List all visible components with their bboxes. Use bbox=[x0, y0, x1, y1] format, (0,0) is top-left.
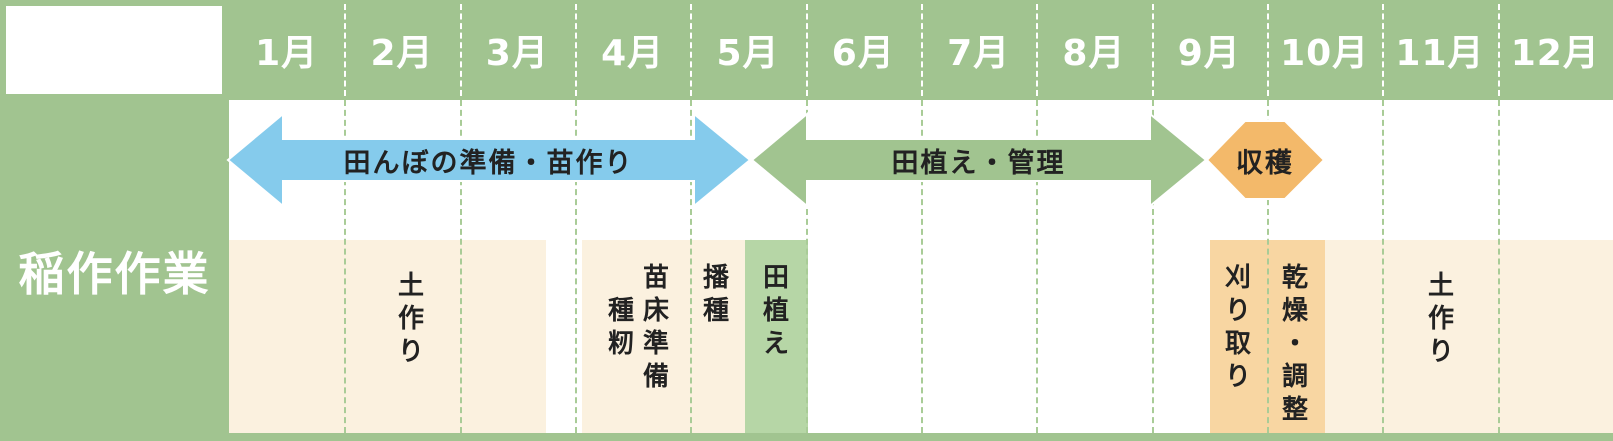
grid-divider bbox=[460, 100, 462, 433]
header-divider bbox=[1498, 4, 1500, 96]
task-label: 刈り取り bbox=[1222, 262, 1254, 394]
task-char: ・ bbox=[1281, 329, 1308, 359]
task-label: 播種 bbox=[700, 262, 732, 328]
task-label: 田植え bbox=[760, 262, 792, 361]
task-char: 乾 bbox=[1281, 263, 1308, 293]
task-char: 整 bbox=[1281, 395, 1308, 425]
grid-divider bbox=[1036, 100, 1038, 433]
grid-divider bbox=[1152, 100, 1154, 433]
header-divider bbox=[921, 4, 923, 96]
header-divider bbox=[1382, 4, 1384, 96]
header-divider bbox=[690, 4, 692, 96]
task-label: 種籾 bbox=[605, 295, 637, 361]
harvest-arrow-label: 収穫 bbox=[1236, 147, 1294, 179]
prep-arrow-shape bbox=[226, 111, 752, 209]
task-char: 調 bbox=[1281, 362, 1308, 392]
grid-divider bbox=[1498, 100, 1500, 433]
task-char: り bbox=[1224, 362, 1251, 392]
month-header-3: 3月 bbox=[485, 33, 549, 74]
month-header-10: 10月 bbox=[1280, 33, 1370, 74]
grid-divider bbox=[1267, 100, 1269, 433]
grid-divider bbox=[575, 100, 577, 433]
prep-arrow-label: 田んぼの準備・苗作り bbox=[343, 147, 634, 179]
task-char: 準 bbox=[642, 329, 669, 359]
task-char: り bbox=[397, 337, 424, 367]
task-char: り bbox=[1427, 337, 1454, 367]
harvest-arrow-shape bbox=[1205, 120, 1326, 200]
task-char: 土 bbox=[1427, 271, 1454, 301]
month-header-5: 5月 bbox=[716, 33, 780, 74]
task-char: 籾 bbox=[607, 329, 634, 359]
header-divider bbox=[1036, 4, 1038, 96]
month-header-1: 1月 bbox=[255, 33, 319, 74]
task-char: 種 bbox=[607, 296, 634, 326]
month-header-6: 6月 bbox=[831, 33, 895, 74]
task-label: 土作り bbox=[395, 270, 427, 369]
task-char: 作 bbox=[397, 304, 424, 334]
planting-arrow-label: 田植え・管理 bbox=[891, 147, 1066, 179]
header-divider bbox=[575, 4, 577, 96]
grid-divider bbox=[806, 100, 808, 433]
grid-divider bbox=[921, 100, 923, 433]
task-char: 土 bbox=[397, 271, 424, 301]
month-header-8: 8月 bbox=[1062, 33, 1126, 74]
header-divider bbox=[806, 4, 808, 96]
header-divider bbox=[1152, 4, 1154, 96]
corner-cell bbox=[6, 6, 222, 94]
task-char: 備 bbox=[642, 362, 669, 392]
task-char: 刈 bbox=[1224, 263, 1251, 293]
task-char: 床 bbox=[642, 296, 669, 326]
task-char: 取 bbox=[1224, 329, 1251, 359]
grid-divider bbox=[690, 100, 692, 433]
task-cell-nov-dec bbox=[1325, 240, 1613, 433]
month-header-7: 7月 bbox=[947, 33, 1011, 74]
task-label: 苗床準備 bbox=[640, 262, 672, 394]
side-label: 稲作作業 bbox=[18, 246, 211, 301]
task-char: 作 bbox=[1427, 304, 1454, 334]
month-header-9: 9月 bbox=[1177, 33, 1241, 74]
task-cell-planting bbox=[745, 240, 808, 433]
month-header-11: 11月 bbox=[1395, 33, 1485, 74]
month-header-12: 12月 bbox=[1510, 33, 1600, 74]
task-char: 苗 bbox=[642, 263, 669, 293]
grid-divider bbox=[344, 100, 346, 433]
task-char: 燥 bbox=[1281, 296, 1308, 326]
task-char: 植 bbox=[762, 296, 789, 326]
header-divider bbox=[1267, 4, 1269, 96]
month-header-4: 4月 bbox=[601, 33, 665, 74]
grid-divider bbox=[1382, 100, 1384, 433]
task-char: 播 bbox=[702, 263, 729, 293]
task-cell-jan-mar bbox=[229, 240, 546, 433]
task-char: 田 bbox=[762, 263, 789, 293]
task-label: 乾燥・調整 bbox=[1279, 262, 1311, 427]
header-divider bbox=[460, 4, 462, 96]
header-divider bbox=[344, 4, 346, 96]
month-header-2: 2月 bbox=[370, 33, 434, 74]
task-char: 種 bbox=[702, 296, 729, 326]
task-char: り bbox=[1224, 296, 1251, 326]
task-label: 土作り bbox=[1425, 270, 1457, 369]
task-cell-apr-may bbox=[582, 240, 745, 433]
task-char: え bbox=[762, 329, 789, 359]
